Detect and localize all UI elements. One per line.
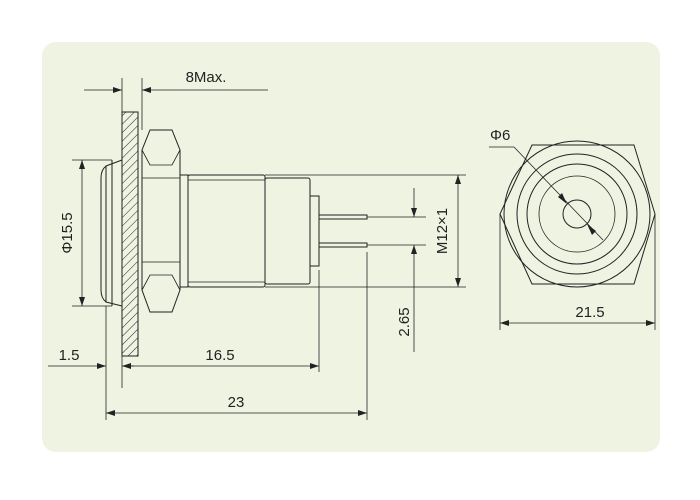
dim-label-terminal-offset: 2.65 <box>396 307 413 336</box>
dim-flange-diameter: Φ15.5 <box>59 159 112 307</box>
dim-label-flange-diameter: Φ15.5 <box>59 212 76 253</box>
dim-led-diameter: Φ6 <box>489 127 604 241</box>
led-indicator <box>562 199 592 229</box>
dim-terminal-offset: 2.65 <box>367 188 426 352</box>
dim-thread: M12×1 <box>265 174 466 288</box>
dim-body-length: 16.5 <box>122 347 319 369</box>
dim-label-led-diameter: Φ6 <box>490 127 510 144</box>
dim-overall-length: 23 <box>106 394 367 416</box>
dim-label-panel-thickness: 8Max. <box>186 69 227 86</box>
dim-nut-width: 21.5 <box>499 214 656 330</box>
flange-bezel <box>100 159 123 307</box>
dim-panel-thickness: 8Max. <box>84 69 268 130</box>
hex-nut <box>141 129 181 313</box>
dim-label-nut-width: 21.5 <box>575 304 604 321</box>
side-view <box>100 111 368 357</box>
dim-label-thread: M12×1 <box>434 208 451 254</box>
dim-label-overall-length: 23 <box>228 394 245 411</box>
front-bezel <box>516 153 638 275</box>
mounting-panel <box>121 111 139 357</box>
switch-base <box>309 195 320 267</box>
dim-label-body-length: 16.5 <box>205 347 234 364</box>
dim-label-flange-thickness: 1.5 <box>59 347 80 364</box>
